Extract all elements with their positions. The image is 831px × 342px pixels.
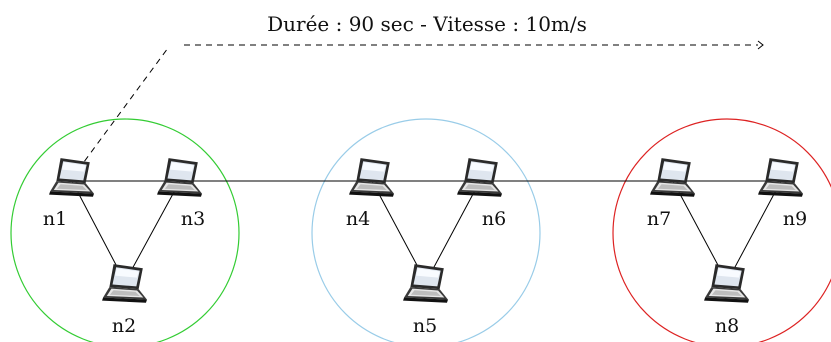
node-n6: n6	[457, 158, 506, 230]
node-label-n4: n4	[346, 208, 370, 230]
node-label-n5: n5	[413, 315, 437, 337]
link-n6-n5	[425, 180, 481, 283]
laptop-icon	[457, 158, 502, 197]
node-n2: n2	[102, 264, 147, 337]
arrowhead-icon	[757, 40, 764, 50]
laptop-icon	[758, 158, 803, 197]
node-label-n8: n8	[715, 315, 739, 337]
cluster-circle-3	[612, 118, 831, 342]
laptop-icon	[403, 264, 448, 303]
cluster-circle-1	[10, 118, 240, 342]
node-label-n7: n7	[647, 208, 671, 230]
laptop-icon	[650, 158, 695, 197]
movement-caption: Durée : 90 sec - Vitesse : 10m/s	[267, 12, 587, 36]
laptop-icon	[704, 264, 749, 303]
node-n1: n1	[43, 158, 94, 230]
link-n9-n8	[726, 180, 782, 283]
cluster-circle-2	[311, 118, 541, 342]
node-label-n3: n3	[181, 208, 205, 230]
movement-path-diagonal	[77, 47, 169, 171]
laptop-icon	[102, 264, 147, 303]
node-n7: n7	[647, 158, 695, 230]
link-n3-n2	[124, 180, 181, 283]
laptop-icon	[349, 158, 394, 197]
node-label-n1: n1	[43, 208, 67, 230]
laptop-icon	[49, 158, 94, 197]
node-n4: n4	[346, 158, 394, 230]
node-n9: n9	[758, 158, 807, 230]
node-label-n6: n6	[482, 208, 506, 230]
node-label-n2: n2	[112, 315, 136, 337]
movement-path	[77, 40, 764, 171]
node-n5: n5	[403, 264, 448, 337]
node-n3: n3	[157, 158, 205, 230]
node-label-n9: n9	[783, 208, 807, 230]
node-n8: n8	[704, 264, 749, 337]
laptop-icon	[157, 158, 202, 197]
